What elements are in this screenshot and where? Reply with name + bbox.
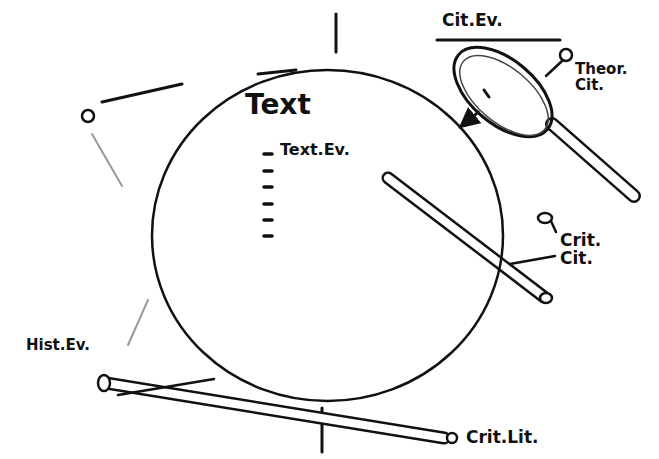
rod-outline bbox=[388, 178, 544, 297]
dash-list bbox=[264, 154, 272, 236]
small-ring bbox=[82, 110, 94, 122]
lens-inner-rim bbox=[446, 41, 562, 151]
leader-line bbox=[510, 256, 555, 264]
circle-subtitle: Text.Ev. bbox=[280, 142, 350, 159]
end-label: Crit.Lit. bbox=[466, 429, 539, 447]
leader-line bbox=[551, 221, 556, 232]
context-stroke bbox=[118, 379, 214, 395]
faint-stroke bbox=[92, 134, 122, 186]
magnifier-lens: Cit.Ev. Theor. Cit. bbox=[436, 4, 643, 144]
small-ring bbox=[560, 49, 572, 61]
circle-line bbox=[152, 70, 503, 401]
circle-outline bbox=[150, 68, 505, 403]
heading-underline bbox=[437, 39, 560, 42]
text-circle: TextText.Ev. bbox=[150, 68, 505, 403]
rod-end bbox=[540, 293, 552, 303]
circle-title: Text bbox=[245, 90, 311, 119]
lens-handle-label: Theor. Cit. bbox=[575, 62, 639, 94]
faint-stroke bbox=[128, 300, 148, 345]
lens-heading: Cit.Ev. bbox=[442, 12, 503, 30]
rod-fill bbox=[106, 383, 444, 438]
side-label: Crit. Cit. bbox=[560, 232, 618, 268]
rod-outline bbox=[106, 383, 444, 438]
pointer-arrow bbox=[460, 112, 478, 127]
rod-end bbox=[447, 433, 457, 443]
tick-mark bbox=[335, 14, 338, 52]
rod-end bbox=[98, 375, 110, 391]
lens-rim bbox=[438, 30, 568, 154]
lens-glint bbox=[484, 90, 489, 97]
handle-outline bbox=[552, 124, 634, 196]
context-stroke bbox=[102, 84, 182, 102]
lens-stem bbox=[546, 61, 562, 76]
corner-label: Hist.Ev. bbox=[26, 338, 90, 354]
rod-fill bbox=[388, 178, 544, 297]
handle-fill bbox=[552, 124, 634, 196]
